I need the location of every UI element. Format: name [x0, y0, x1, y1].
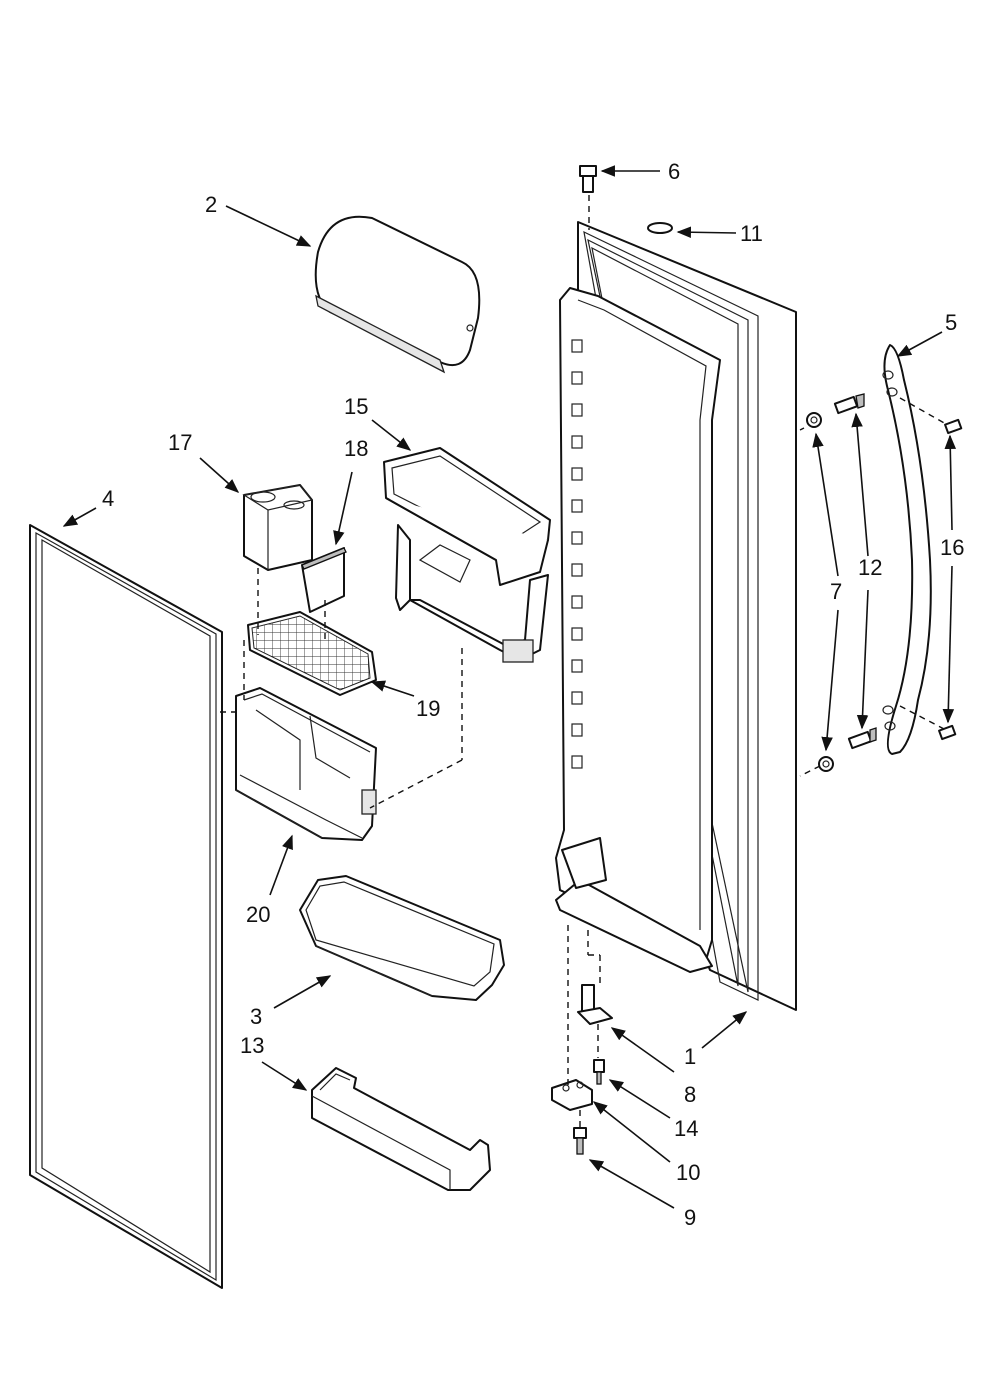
- callout-6: 6: [668, 159, 680, 184]
- ice-cup-part: [242, 484, 314, 571]
- callout-10: 10: [676, 1160, 700, 1185]
- callout-17: 17: [168, 430, 192, 455]
- hinge-bracket-part: [551, 1079, 593, 1111]
- bracket-screw-part: [573, 1127, 587, 1155]
- callout-1: 1: [684, 1044, 696, 1069]
- door-rail-part: [311, 1067, 491, 1191]
- assembly-lines: [220, 195, 947, 1128]
- flap-part: [301, 547, 347, 613]
- top-hinge-plug-part: [579, 165, 597, 193]
- dispenser-cover-part: [314, 215, 481, 374]
- hinge-cap-part: [647, 222, 673, 234]
- upper-handle-stud: [806, 412, 822, 428]
- upper-shelf-bin-part: [383, 447, 551, 663]
- refrigerator-door-part: [555, 221, 797, 1011]
- lower-handle-stud: [818, 756, 834, 772]
- callout-16: 16: [940, 535, 964, 560]
- callout-7: 7: [830, 579, 842, 604]
- callout-18: 18: [344, 436, 368, 461]
- callout-11: 11: [740, 221, 763, 246]
- door-gasket-part: [29, 524, 223, 1289]
- leader-arrows: [62, 165, 957, 1209]
- hinge-pin-part: [577, 984, 613, 1025]
- callout-19: 19: [416, 696, 440, 721]
- callout-12: 12: [858, 555, 882, 580]
- callout-20: 20: [246, 902, 270, 927]
- upper-set-screw: [944, 418, 963, 435]
- small-door-bin-part: [299, 875, 505, 1001]
- callout-8: 8: [684, 1082, 696, 1107]
- callout-2: 2: [205, 192, 217, 217]
- callout-14: 14: [674, 1116, 698, 1141]
- hinge-screw-part: [593, 1059, 605, 1085]
- upper-handle-screw: [833, 393, 865, 415]
- callout-3: 3: [250, 1004, 262, 1029]
- callout-labels: 6 2 11 5 15 17 18 4 16 12 7 19 20 3 13 1…: [102, 159, 964, 1230]
- callout-5: 5: [945, 310, 957, 335]
- door-handle-part: [882, 344, 932, 755]
- callout-15: 15: [344, 394, 368, 419]
- callout-4: 4: [102, 486, 114, 511]
- callout-9: 9: [684, 1205, 696, 1230]
- shelf-notch-column: [571, 339, 583, 769]
- callout-13: 13: [240, 1033, 264, 1058]
- lower-handle-screw: [847, 727, 877, 750]
- large-door-bin-part: [235, 687, 377, 841]
- grid-tray-part: [247, 611, 377, 696]
